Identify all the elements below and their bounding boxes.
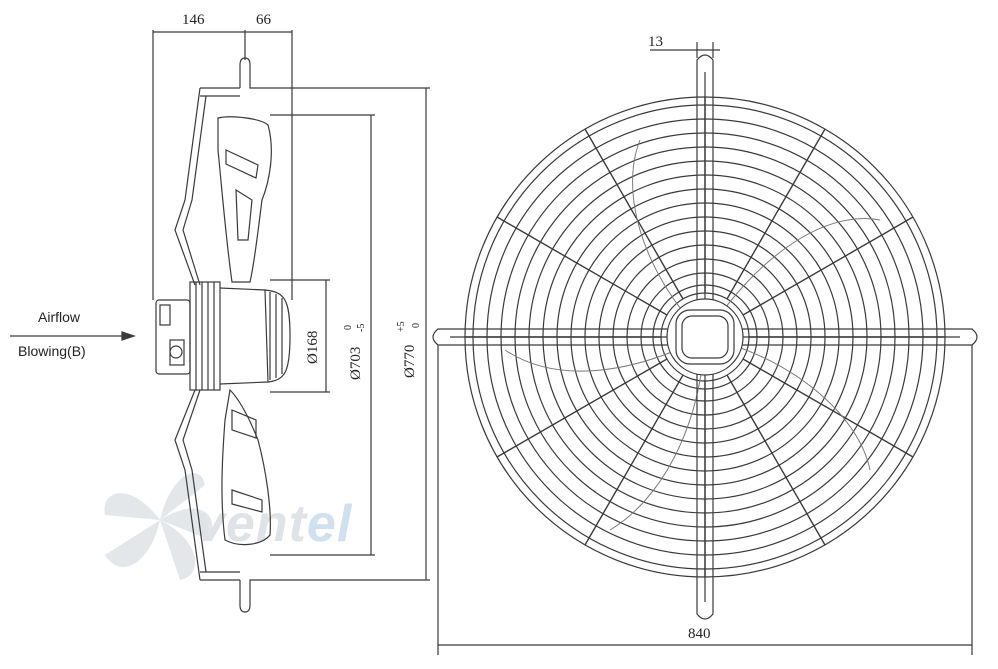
hub-motor-face bbox=[675, 309, 735, 365]
mount-foot-bottom bbox=[239, 579, 290, 613]
dim-703-tol-lower: -5 bbox=[356, 323, 367, 332]
dim-168-label: Ø168 bbox=[305, 330, 321, 364]
watermark-text: ventel bbox=[196, 495, 353, 553]
dim-770-tol-upper: +5 bbox=[396, 321, 407, 332]
terminal-box bbox=[155, 299, 191, 375]
motor-body bbox=[219, 287, 269, 385]
airflow-mode-label: Blowing(B) bbox=[18, 343, 86, 359]
dim-146-label: 146 bbox=[182, 12, 205, 28]
airflow-label: Airflow bbox=[38, 309, 81, 325]
housing-top-inner bbox=[182, 95, 207, 286]
dim-66-label: 66 bbox=[256, 12, 271, 28]
blade-top bbox=[217, 116, 272, 283]
mount-foot-top bbox=[239, 57, 290, 89]
motor-rotor bbox=[189, 281, 221, 391]
dim-13-label: 13 bbox=[648, 34, 663, 50]
dim-703-tol-upper: 0 bbox=[343, 325, 354, 330]
dim-770-tol-lower: 0 bbox=[411, 323, 422, 328]
dim-770-label: Ø770 bbox=[402, 344, 418, 378]
housing-bottom-inner bbox=[182, 389, 207, 573]
housing-top-outer bbox=[174, 87, 201, 286]
dim-703-label: Ø703 bbox=[348, 346, 364, 380]
dim-840-label: 840 bbox=[688, 626, 711, 642]
blade-bottom bbox=[221, 388, 271, 546]
housing-bottom-outer bbox=[174, 389, 201, 581]
